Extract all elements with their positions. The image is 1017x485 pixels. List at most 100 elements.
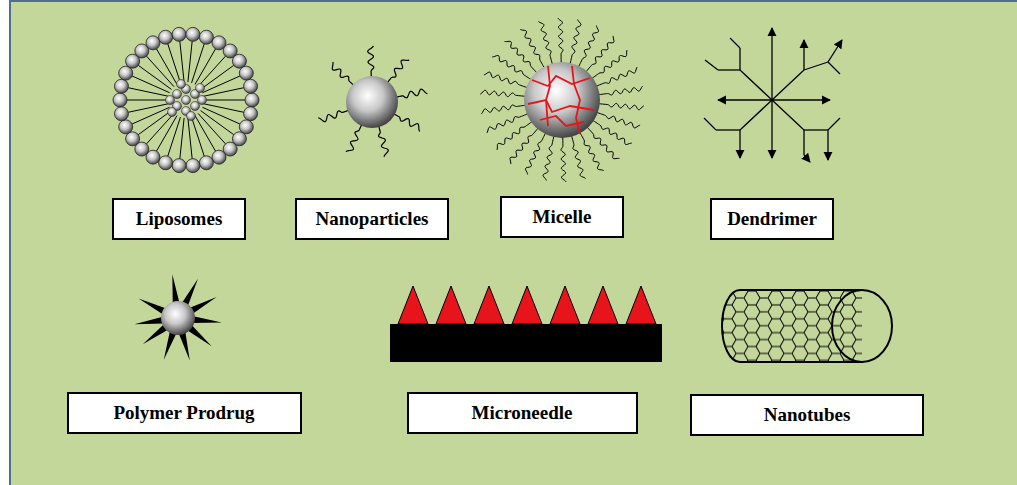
label-box: Micelle xyxy=(500,196,624,238)
label-box: Nanoparticles xyxy=(295,198,449,240)
dendrimer-branch xyxy=(804,129,828,130)
polymer-tail xyxy=(558,18,563,64)
polymer-tail xyxy=(596,112,640,128)
label-box: Microneedle xyxy=(407,392,638,434)
lipid-tail xyxy=(188,118,192,159)
liposome-figure xyxy=(113,27,259,172)
ligand-chain xyxy=(332,62,354,86)
lipid-tail xyxy=(127,100,168,101)
lipid-tail xyxy=(147,113,174,143)
nanoparticle-figure xyxy=(318,46,427,157)
lipid-head xyxy=(186,27,200,41)
ligand-chain xyxy=(378,125,388,157)
lipid-head xyxy=(186,159,200,173)
polymer-tail xyxy=(481,105,526,114)
drug-core xyxy=(187,112,196,121)
lipid-head xyxy=(159,156,173,170)
box-label: Nanoparticles xyxy=(316,208,429,230)
dendrimer-branch xyxy=(828,118,840,130)
label-box: Polymer Prodrug xyxy=(67,392,302,434)
polymer-tail xyxy=(484,72,528,88)
needle-base xyxy=(390,324,662,362)
box-label: Liposomes xyxy=(136,208,223,230)
dendrimer-branch xyxy=(740,100,772,130)
ligand-chain xyxy=(368,46,374,78)
lipid-head xyxy=(159,30,173,44)
background xyxy=(10,1,1017,485)
dendrimer-branch xyxy=(803,130,804,155)
polymer-tail xyxy=(598,86,643,95)
dendrimer-figure xyxy=(704,28,842,162)
dendrimer-branch xyxy=(771,100,772,158)
polymer-tail xyxy=(571,135,585,179)
polymer-tail xyxy=(595,67,637,87)
drug-core xyxy=(196,84,205,93)
dendrimer-branch xyxy=(772,100,804,130)
lipid-head xyxy=(244,107,258,121)
lipid-head xyxy=(199,156,213,170)
lipid-tail xyxy=(204,88,244,97)
dendrimer-branch xyxy=(704,118,716,130)
lipid-tail xyxy=(128,104,168,113)
dendrimer-branch xyxy=(772,99,830,100)
box-label: Microneedle xyxy=(472,402,573,424)
frame-border xyxy=(10,1,1017,485)
hex-lattice xyxy=(720,288,870,364)
polymer-tail xyxy=(520,29,544,68)
needle-tip xyxy=(398,286,428,324)
lipid-tail xyxy=(157,49,178,85)
micelle-core xyxy=(524,62,600,138)
polymer-tail xyxy=(579,132,603,171)
dendrimer-branch xyxy=(718,69,740,70)
lipid-tail xyxy=(192,44,205,83)
lipid-tail xyxy=(180,41,184,82)
polymer-tail xyxy=(543,135,554,180)
lipid-head xyxy=(146,36,160,50)
polymer-prodrug-figure xyxy=(134,274,221,360)
lipid-tail xyxy=(180,118,184,159)
label-box: Nanotubes xyxy=(690,394,924,436)
label-box: Dendrimer xyxy=(710,198,834,240)
box-label: Micelle xyxy=(532,206,591,228)
box-label: Polymer Prodrug xyxy=(113,402,254,424)
lipid-tail xyxy=(138,65,171,89)
needle-tip xyxy=(588,286,618,324)
drug-core xyxy=(198,96,207,105)
ligand-chain xyxy=(387,60,409,83)
dendrimer-branch xyxy=(804,155,810,162)
lipid-head xyxy=(244,79,258,93)
lipid-head xyxy=(113,93,127,107)
crosslink xyxy=(532,76,590,86)
polymer-tail xyxy=(525,132,545,174)
lipid-head xyxy=(245,93,259,107)
lipid-head xyxy=(199,30,213,44)
crosslink xyxy=(528,100,594,112)
dendrimer-branch xyxy=(739,130,740,158)
micelle-figure xyxy=(480,18,644,182)
lipid-head xyxy=(114,107,128,121)
needle-tip xyxy=(512,286,542,324)
needle-tip xyxy=(436,286,466,324)
dendrimer-branch xyxy=(772,70,804,100)
nanotube-figure xyxy=(720,288,892,364)
lipid-head xyxy=(114,79,128,93)
lipid-tail xyxy=(195,116,216,152)
drug-core xyxy=(166,96,175,105)
dendrimer-branch xyxy=(828,62,840,74)
needle-tip xyxy=(626,286,656,324)
dendrimer-branch xyxy=(730,38,740,48)
dendrimer-branch xyxy=(705,60,718,70)
crosslink xyxy=(540,116,584,126)
polymer-tail xyxy=(598,103,644,109)
polymer-tail xyxy=(570,19,581,64)
needle-tip xyxy=(474,286,504,324)
dendrimer-branch xyxy=(771,28,772,100)
ligand-chain xyxy=(393,114,420,132)
box-label: Nanotubes xyxy=(764,404,851,426)
lipid-head xyxy=(212,150,226,164)
prodrug-spike xyxy=(134,317,164,325)
lipid-tail xyxy=(168,44,181,83)
tube-end xyxy=(832,290,892,362)
polymer-tail xyxy=(487,113,529,133)
polymer-tail xyxy=(538,21,552,65)
